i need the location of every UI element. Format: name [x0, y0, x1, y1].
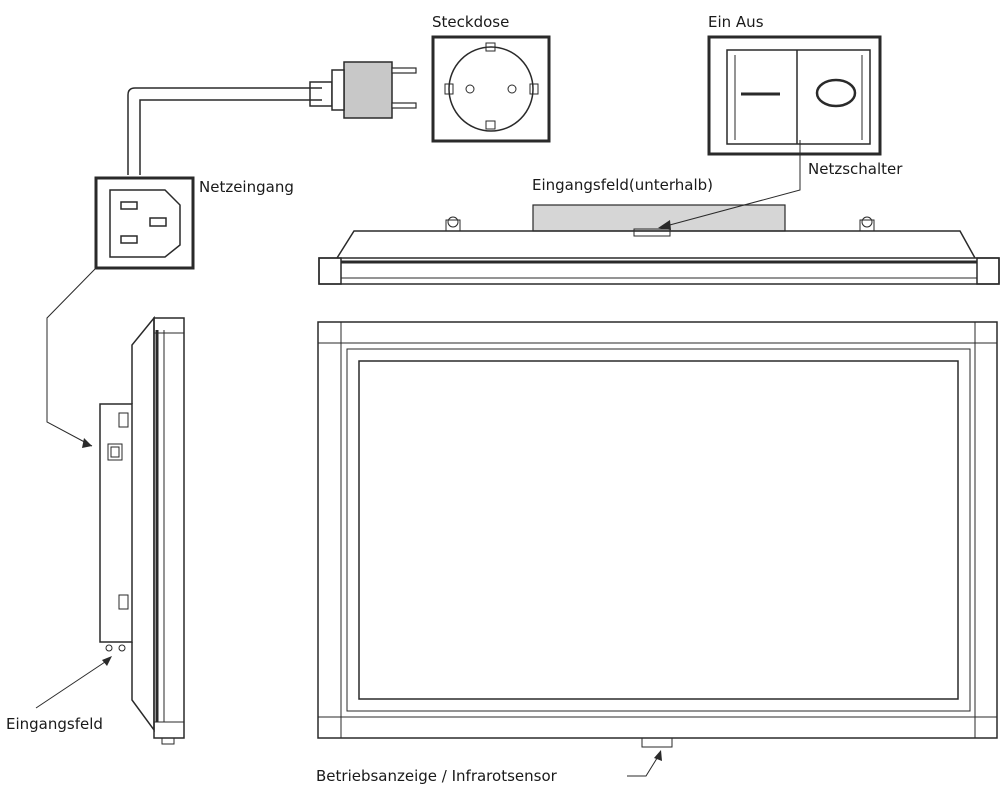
inlet-leader — [46, 267, 97, 448]
socket-label: Steckdose — [432, 13, 509, 31]
power-cable — [127, 81, 333, 175]
switch-label: Ein Aus — [708, 13, 764, 31]
plug — [331, 61, 417, 119]
switch: Ein Aus — [707, 13, 882, 156]
power-inlet: Netzeingang — [94, 176, 294, 270]
monitor-front-view — [317, 321, 998, 748]
monitor-top-view — [318, 204, 1000, 285]
monitor-side-view — [99, 315, 185, 745]
status-sensor-label: Betriebsanzeige / Infrarotsensor — [316, 767, 558, 785]
switch-leader — [658, 140, 801, 230]
sensor-leader — [627, 750, 662, 777]
input-panel-leader — [35, 656, 112, 709]
power-switch-label: Netzschalter — [808, 160, 903, 178]
socket: Steckdose — [431, 13, 551, 143]
input-panel-below-label: Eingangsfeld(unterhalb) — [532, 176, 713, 194]
input-panel-label: Eingangsfeld — [6, 715, 103, 733]
power-inlet-label: Netzeingang — [199, 178, 294, 196]
